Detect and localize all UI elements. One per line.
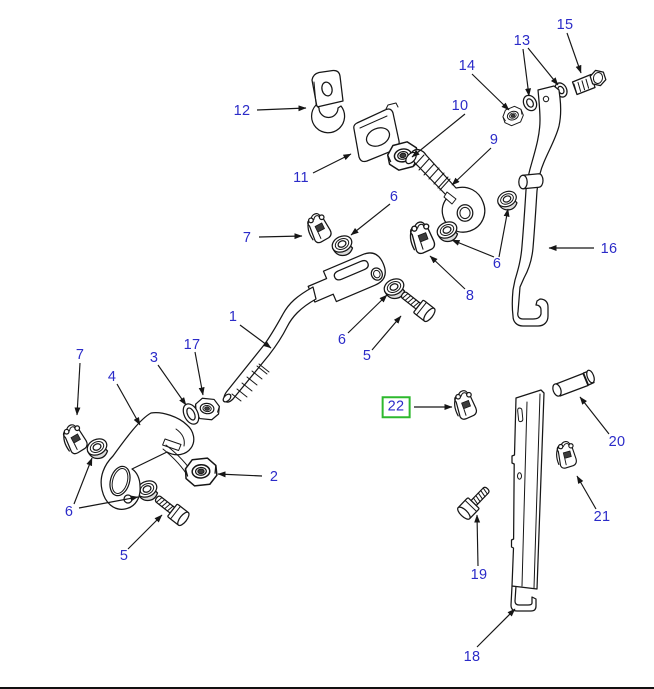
part-4-relay-lever [100, 411, 195, 510]
leader-10 [411, 113, 466, 158]
leader-6b1 [451, 239, 495, 258]
leader-15 [566, 32, 582, 74]
part-20-clevis-pin [552, 369, 595, 397]
leader-12 [256, 105, 307, 112]
part-label-16[interactable]: 16 [600, 240, 618, 257]
part-label-1[interactable]: 1 [228, 308, 238, 325]
leader-11 [312, 153, 352, 174]
leader-7-upper [258, 233, 303, 240]
leader-6d1 [73, 457, 93, 505]
part-label-22[interactable]: 22 [381, 396, 411, 418]
leader-13a [522, 48, 532, 97]
part-label-18[interactable]: 18 [463, 648, 481, 665]
leader-9 [451, 147, 492, 186]
part-9-link-rod [405, 149, 486, 233]
part-label-17[interactable]: 17 [183, 336, 201, 353]
leader-lines [73, 32, 610, 648]
part-label-3[interactable]: 3 [149, 349, 159, 366]
part-label-7[interactable]: 7 [75, 346, 85, 363]
leader-21 [576, 475, 597, 510]
part-label-8[interactable]: 8 [465, 287, 475, 304]
part-label-5[interactable]: 5 [119, 547, 129, 564]
part-16-lower-bracket [511, 85, 562, 327]
part-15-bolt [571, 69, 607, 96]
part-label-14[interactable]: 14 [458, 57, 476, 74]
part-label-6[interactable]: 6 [64, 503, 74, 520]
part-label-11[interactable]: 11 [293, 169, 309, 186]
part-label-7[interactable]: 7 [242, 229, 252, 246]
part-label-2[interactable]: 2 [269, 468, 279, 485]
leader-6c [347, 294, 388, 334]
leader-13b [527, 47, 559, 86]
part-18-channel-bracket [510, 389, 545, 612]
leader-1 [239, 324, 272, 349]
leader-6a [350, 203, 391, 236]
part-label-4[interactable]: 4 [107, 368, 117, 385]
leader-17 [194, 351, 205, 396]
part-3-washer [182, 403, 200, 425]
part-label-21[interactable]: 21 [593, 508, 611, 525]
part-label-6[interactable]: 6 [492, 255, 502, 272]
part-label-12[interactable]: 12 [233, 102, 251, 119]
leader-6d2 [78, 495, 139, 509]
leader-18 [476, 608, 516, 648]
leader-2 [217, 471, 263, 478]
part-12-clamp [310, 69, 346, 134]
leader-6b2 [498, 208, 510, 258]
leader-8 [429, 255, 466, 290]
leader-5a [371, 315, 402, 351]
leader-7-lower [74, 362, 81, 416]
leader-4 [116, 383, 141, 426]
part-label-6[interactable]: 6 [337, 331, 347, 348]
leader-5b [127, 514, 163, 550]
part-label-20[interactable]: 20 [608, 433, 626, 450]
bottom-border [0, 687, 654, 689]
part-label-10[interactable]: 10 [451, 97, 469, 114]
leader-14 [471, 73, 510, 111]
part-label-5[interactable]: 5 [362, 347, 372, 364]
part-label-19[interactable]: 19 [470, 566, 488, 583]
part-label-13[interactable]: 13 [513, 32, 531, 49]
part-label-9[interactable]: 9 [489, 131, 499, 148]
leader-3 [157, 364, 187, 406]
leader-20 [579, 396, 610, 435]
leader-19 [474, 514, 481, 567]
part-label-6[interactable]: 6 [389, 188, 399, 205]
part-label-15[interactable]: 15 [556, 16, 574, 33]
